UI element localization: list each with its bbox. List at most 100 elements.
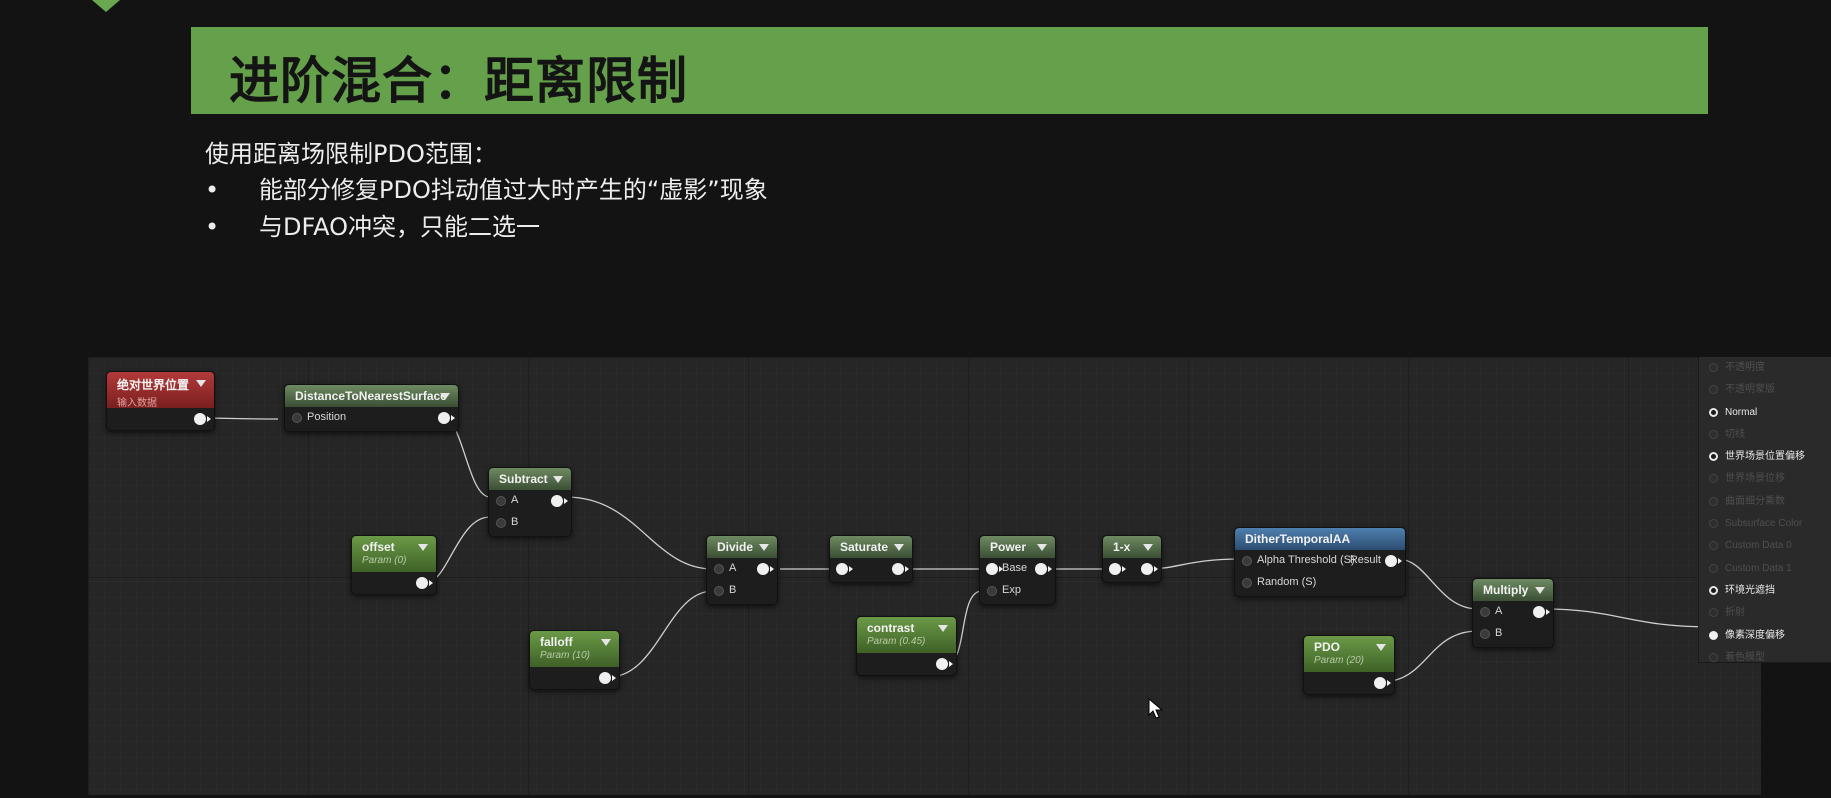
node-header[interactable]: offset Param (0) [352, 536, 436, 572]
node-header[interactable]: DitherTemporalAA [1235, 528, 1405, 550]
output-pin[interactable] [757, 563, 774, 575]
collapse-arrow-icon[interactable] [418, 544, 428, 551]
input-pin[interactable] [714, 564, 724, 574]
output-pin[interactable] [892, 563, 909, 575]
output-pin[interactable] [1035, 563, 1052, 575]
node-param-falloff[interactable]: falloff Param (10) [529, 630, 620, 690]
node-header[interactable]: Saturate [830, 536, 912, 558]
input-pin[interactable] [1709, 630, 1718, 640]
input-pin[interactable] [1709, 452, 1718, 462]
node-header[interactable]: PDO Param (20) [1304, 636, 1394, 672]
input-pin[interactable] [714, 586, 724, 596]
bullet-item: • 与DFAO冲突，只能二选一 [205, 209, 768, 246]
node-header[interactable]: 1-x [1103, 536, 1161, 558]
output-pin[interactable] [599, 672, 616, 684]
input-pin[interactable] [1709, 541, 1718, 551]
input-pin[interactable] [987, 586, 997, 596]
input-pin[interactable] [496, 518, 506, 528]
input-pin[interactable] [1709, 474, 1718, 484]
result-pin-pixel-depth-offset[interactable]: 像素深度偏移 [1699, 625, 1831, 647]
output-pin[interactable] [1385, 555, 1402, 567]
output-pin[interactable] [416, 577, 433, 589]
collapse-arrow-icon[interactable] [938, 625, 948, 632]
node-header[interactable]: DistanceToNearestSurface [285, 385, 458, 407]
output-pin[interactable] [551, 495, 568, 507]
result-pin-refraction[interactable]: 折射 [1699, 602, 1831, 624]
node-saturate[interactable]: Saturate [829, 535, 913, 583]
result-pin-tessellation-multiplier[interactable]: 曲面细分乘数 [1699, 491, 1831, 513]
node-power[interactable]: Power Base Exp [979, 535, 1056, 605]
input-pin[interactable] [1709, 585, 1718, 595]
pin-label: Exp [1002, 584, 1021, 596]
collapse-arrow-icon[interactable] [759, 544, 769, 551]
node-absolute-world-position[interactable]: 绝对世界位置 输入数据 [106, 371, 215, 431]
output-pin[interactable] [936, 658, 953, 670]
collapse-arrow-icon[interactable] [1535, 587, 1545, 594]
node-divide[interactable]: Divide A B [706, 535, 778, 605]
input-pin[interactable] [1709, 519, 1718, 529]
input-pin[interactable] [836, 563, 853, 575]
node-header[interactable]: Divide [707, 536, 777, 558]
node-header[interactable]: 绝对世界位置 输入数据 [107, 372, 214, 409]
output-pin[interactable] [1141, 563, 1158, 575]
node-distance-to-nearest-surface[interactable]: DistanceToNearestSurface Position [284, 384, 459, 432]
input-pin[interactable] [1709, 363, 1718, 372]
input-pin[interactable] [1709, 385, 1718, 395]
node-header[interactable]: Power [980, 536, 1055, 558]
node-multiply[interactable]: Multiply A B [1472, 578, 1554, 648]
node-dither-temporal-aa[interactable]: DitherTemporalAA Alpha Threshold (S) Res… [1234, 527, 1406, 597]
material-result-node[interactable]: 不透明度 不透明蒙版 Normal 切线 世界场景位置偏移 世界场景位移 曲面细… [1698, 357, 1831, 663]
input-pin[interactable] [1109, 563, 1126, 575]
material-node-graph[interactable]: 绝对世界位置 输入数据 DistanceToNearestSurface Pos… [88, 357, 1831, 795]
output-pin[interactable] [438, 412, 455, 424]
node-param-pdo[interactable]: PDO Param (20) [1303, 635, 1395, 695]
node-one-minus[interactable]: 1-x [1102, 535, 1162, 583]
result-pin-opacity[interactable]: 不透明度 [1699, 357, 1831, 379]
collapse-arrow-icon[interactable] [894, 544, 904, 551]
input-pin[interactable] [292, 413, 302, 423]
result-pin-world-displacement[interactable]: 世界场景位移 [1699, 468, 1831, 490]
input-pin[interactable] [1480, 607, 1490, 617]
input-pin[interactable] [496, 496, 506, 506]
node-param-contrast[interactable]: contrast Param (0.45) [856, 616, 957, 676]
output-pin[interactable] [194, 413, 211, 425]
input-pin[interactable] [1709, 563, 1718, 573]
result-pin-normal[interactable]: Normal [1699, 402, 1831, 424]
input-pin[interactable] [1709, 496, 1718, 506]
node-title: DistanceToNearestSurface [295, 389, 447, 403]
input-pin[interactable] [1709, 407, 1718, 417]
collapse-arrow-icon[interactable] [553, 476, 563, 483]
collapse-arrow-icon[interactable] [196, 380, 206, 387]
result-pin-ambient-occlusion[interactable]: 环境光遮挡 [1699, 580, 1831, 602]
collapse-arrow-icon[interactable] [1143, 544, 1153, 551]
collapse-arrow-icon[interactable] [1037, 544, 1047, 551]
result-pin-world-position-offset[interactable]: 世界场景位置偏移 [1699, 446, 1831, 468]
input-pin[interactable] [1480, 629, 1490, 639]
result-pin-opacity-mask[interactable]: 不透明蒙版 [1699, 379, 1831, 401]
result-pin-tangent[interactable]: 切线 [1699, 424, 1831, 446]
node-header[interactable]: Multiply [1473, 579, 1553, 601]
collapse-arrow-icon[interactable] [440, 393, 450, 400]
node-input-row: A [1473, 601, 1553, 623]
result-pin-custom-data-0[interactable]: Custom Data 0 [1699, 535, 1831, 557]
result-pin-custom-data-1[interactable]: Custom Data 1 [1699, 558, 1831, 580]
collapse-arrow-icon[interactable] [601, 639, 611, 646]
collapse-arrow-icon[interactable] [1376, 644, 1386, 651]
output-pin[interactable] [1533, 606, 1550, 618]
input-pin[interactable] [1709, 429, 1718, 439]
node-subtract[interactable]: Subtract A B [488, 467, 572, 537]
input-pin[interactable] [1709, 652, 1718, 662]
node-header[interactable]: Subtract [489, 468, 571, 490]
node-header[interactable]: contrast Param (0.45) [857, 617, 956, 653]
node-param-offset[interactable]: offset Param (0) [351, 535, 437, 595]
result-pin-subsurface-color[interactable]: Subsurface Color [1699, 513, 1831, 535]
node-input-row: A [707, 558, 777, 580]
input-pin[interactable] [1242, 578, 1252, 588]
input-pin[interactable] [986, 563, 1003, 575]
output-pin[interactable] [1374, 677, 1391, 689]
input-pin[interactable] [1242, 556, 1252, 566]
output-label: Result [1349, 554, 1381, 566]
result-pin-shading-model[interactable]: 着色模型 [1699, 647, 1831, 669]
node-header[interactable]: falloff Param (10) [530, 631, 619, 667]
input-pin[interactable] [1709, 608, 1718, 618]
